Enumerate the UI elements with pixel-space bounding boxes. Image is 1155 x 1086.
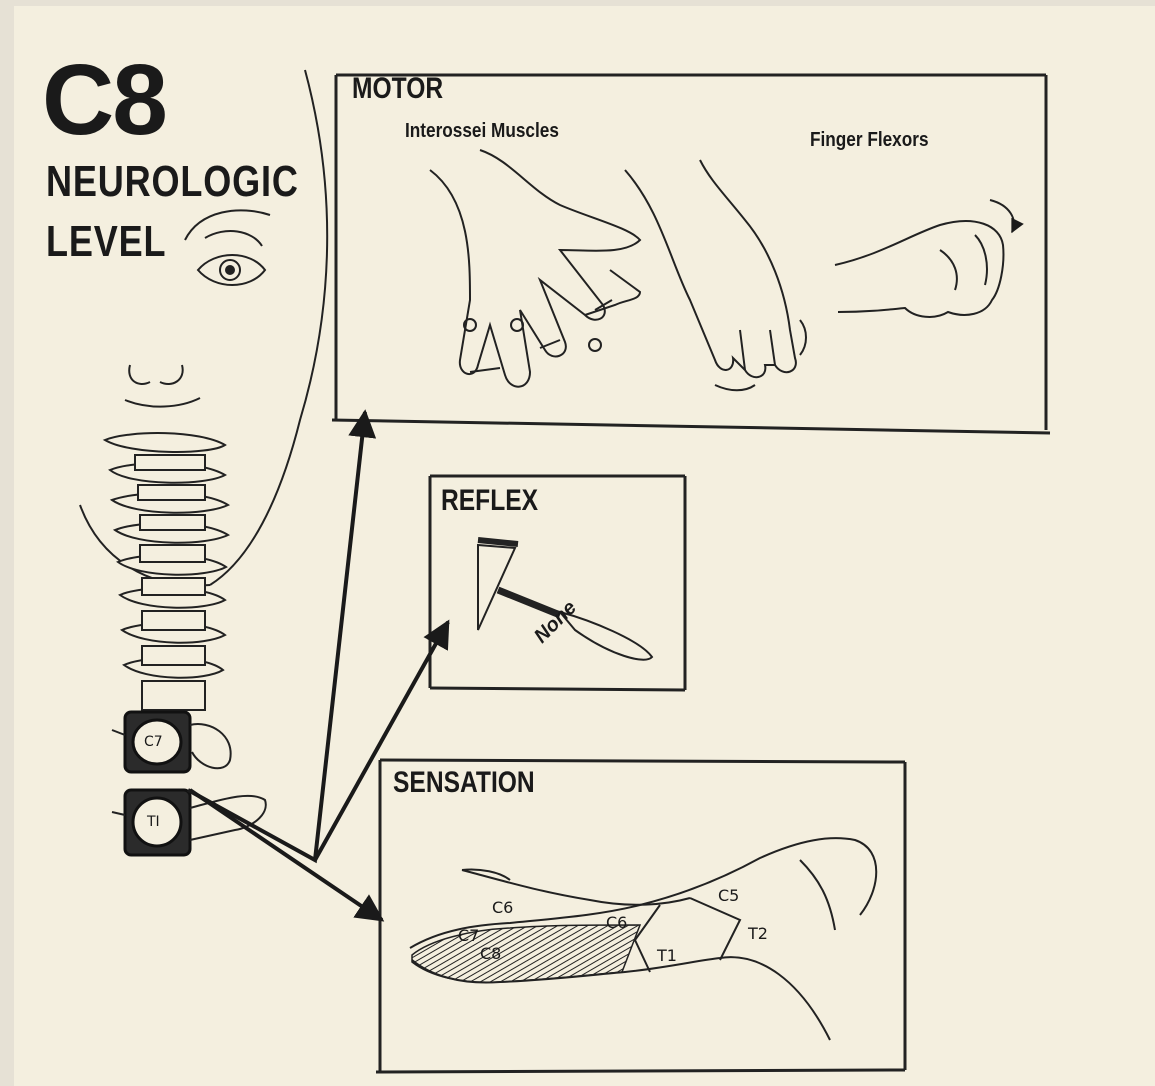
grip-hand-drawing — [625, 160, 806, 390]
arrow-icon — [190, 790, 382, 920]
title-level: LEVEL — [46, 220, 166, 264]
reflex-heading: REFLEX — [441, 486, 538, 516]
interossei-label: Interossei Muscles — [405, 121, 559, 141]
vertebra-t1-label: TI — [147, 815, 160, 829]
sensation-heading: SENSATION — [393, 768, 535, 798]
pathway-arrows — [188, 412, 448, 920]
fist-drawing — [835, 200, 1014, 317]
motor-heading: MOTOR — [352, 74, 443, 104]
dermatome-c6-forearm: C6 — [606, 915, 627, 931]
title-neurologic: NEUROLOGIC — [46, 160, 299, 204]
level-title: C8 — [42, 50, 166, 150]
dermatome-c7: C7 — [458, 928, 479, 944]
eye-icon — [198, 231, 265, 285]
spine — [105, 433, 228, 710]
c8-hatched-zone — [412, 925, 640, 982]
interossei-hand-drawing — [430, 150, 640, 387]
dermatome-t2: T2 — [748, 926, 768, 942]
sensation-panel-frame — [376, 760, 905, 1072]
vertebra-c7-label: C7 — [144, 735, 163, 749]
dermatome-c8: C8 — [480, 946, 501, 962]
dermatome-t1: T1 — [657, 948, 677, 964]
finger-flexors-label: Finger Flexors — [810, 130, 929, 150]
dermatome-c5: C5 — [718, 888, 739, 904]
nose-mouth — [125, 365, 200, 407]
dermatome-c6-hand: C6 — [492, 900, 513, 916]
